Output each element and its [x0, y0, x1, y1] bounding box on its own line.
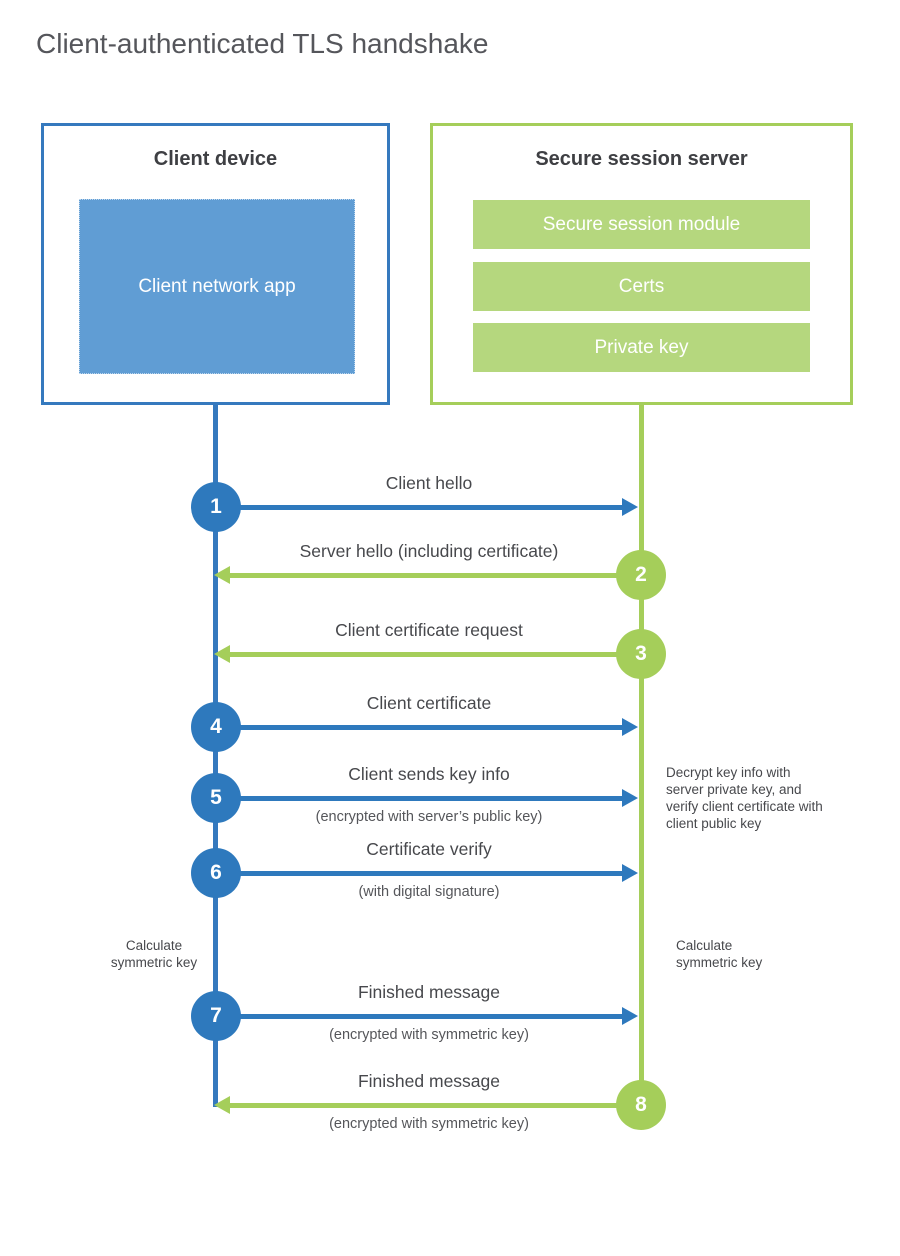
step-number-badge: 5 [191, 773, 241, 823]
step-number-badge: 2 [616, 550, 666, 600]
secure-session-server-title: Secure session server [535, 148, 748, 170]
step-sublabel: (encrypted with symmetric key) [329, 1027, 529, 1043]
certs-block: Certs [473, 262, 810, 311]
arrow-right-icon [216, 498, 638, 516]
step-label: Certificate verify [366, 839, 492, 859]
arrow-right-icon [216, 789, 638, 807]
private-key-block: Private key [473, 323, 810, 372]
step-label: Client hello [385, 473, 473, 493]
step-4-client-certificate: Client certificate 4 [0, 672, 900, 782]
client-device-title: Client device [153, 148, 278, 170]
decrypt-key-note: Decrypt key info with server private key… [666, 765, 823, 831]
step-number-badge: 8 [616, 1080, 666, 1130]
arrow-right-icon [216, 864, 638, 882]
step-label: Client sends key info [348, 764, 510, 784]
arrow-right-icon [216, 718, 638, 736]
arrow-left-icon [214, 566, 641, 584]
step-sublabel: (encrypted with symmetric key) [329, 1116, 529, 1132]
calculate-symmetric-key-note-client: Calculate symmetric key [110, 938, 198, 970]
page-title: Client-authenticated TLS handshake [36, 28, 489, 59]
step-label: Client certificate [366, 693, 492, 713]
step-number-badge: 3 [616, 629, 666, 679]
step-label: Finished message [357, 1071, 501, 1091]
step-8-finished-message: Finished message 8 (encrypted with symme… [0, 1050, 900, 1160]
step-5-client-sends-key-info: Client sends key info 5 (encrypted with … [0, 743, 900, 853]
calculate-symmetric-key-note-server: Calculate symmetric key [676, 938, 763, 970]
step-number-badge: 4 [191, 702, 241, 752]
step-label: Server hello (including certificate) [299, 541, 559, 561]
step-number-badge: 1 [191, 482, 241, 532]
step-2-server-hello: Server hello (including certificate) 2 [0, 520, 900, 630]
arrow-right-icon [216, 1007, 638, 1025]
step-label: Finished message [357, 982, 501, 1002]
step-7-finished-message: Finished message 7 (encrypted with symme… [0, 961, 900, 1071]
client-lifeline [213, 405, 218, 1107]
step-1-client-hello: Client hello 1 [0, 452, 900, 562]
step-label: Client certificate request [335, 620, 523, 640]
server-lifeline [639, 405, 644, 1105]
client-network-app-label: Client network app [138, 275, 296, 297]
step-6-certificate-verify: Certificate verify 6 (with digital signa… [0, 818, 900, 928]
arrow-left-icon [214, 1096, 641, 1114]
step-3-client-certificate-request: Client certificate request 3 [0, 599, 900, 709]
step-number-badge: 6 [191, 848, 241, 898]
client-network-app-block: Client network app [79, 199, 355, 374]
step-sublabel: (encrypted with server’s public key) [315, 809, 543, 825]
arrow-left-icon [214, 645, 641, 663]
secure-session-module-block: Secure session module [473, 200, 810, 249]
step-sublabel: (with digital signature) [358, 884, 500, 900]
step-number-badge: 7 [191, 991, 241, 1041]
